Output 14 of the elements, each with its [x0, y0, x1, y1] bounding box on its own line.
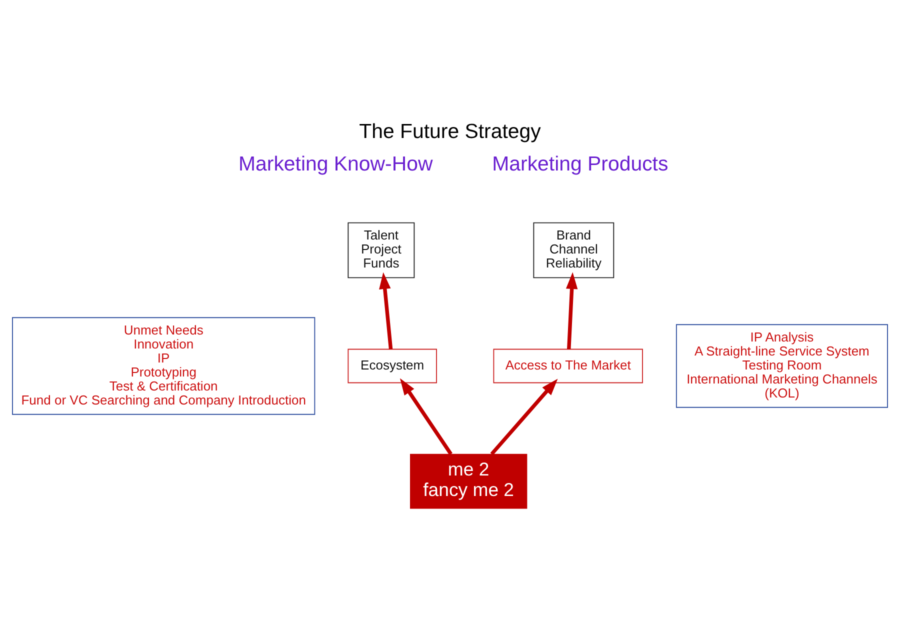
arrow [400, 378, 452, 455]
node-box: Brand Channel Reliability [533, 222, 614, 278]
node-box: Access to The Market [493, 348, 643, 383]
arrow [490, 378, 558, 455]
node-box: Ecosystem [348, 348, 437, 383]
node-box: IP Analysis A Straight-line Service System Testing Room International Marketing Channels (KOL) [676, 324, 888, 408]
node-box: me 2 fancy me 2 [410, 453, 528, 508]
label: Marketing Know-How [238, 152, 433, 175]
node-box: Unmet Needs Innovation IP Prototyping Test & Certification Fund or VC Searching and Company Introduction [12, 316, 316, 414]
node-box: Talent Project Funds [348, 222, 415, 278]
diagram-title: The Future Strategy [359, 119, 541, 142]
arrow [566, 272, 578, 349]
arrow [379, 272, 393, 349]
label: Marketing Products [492, 152, 668, 175]
